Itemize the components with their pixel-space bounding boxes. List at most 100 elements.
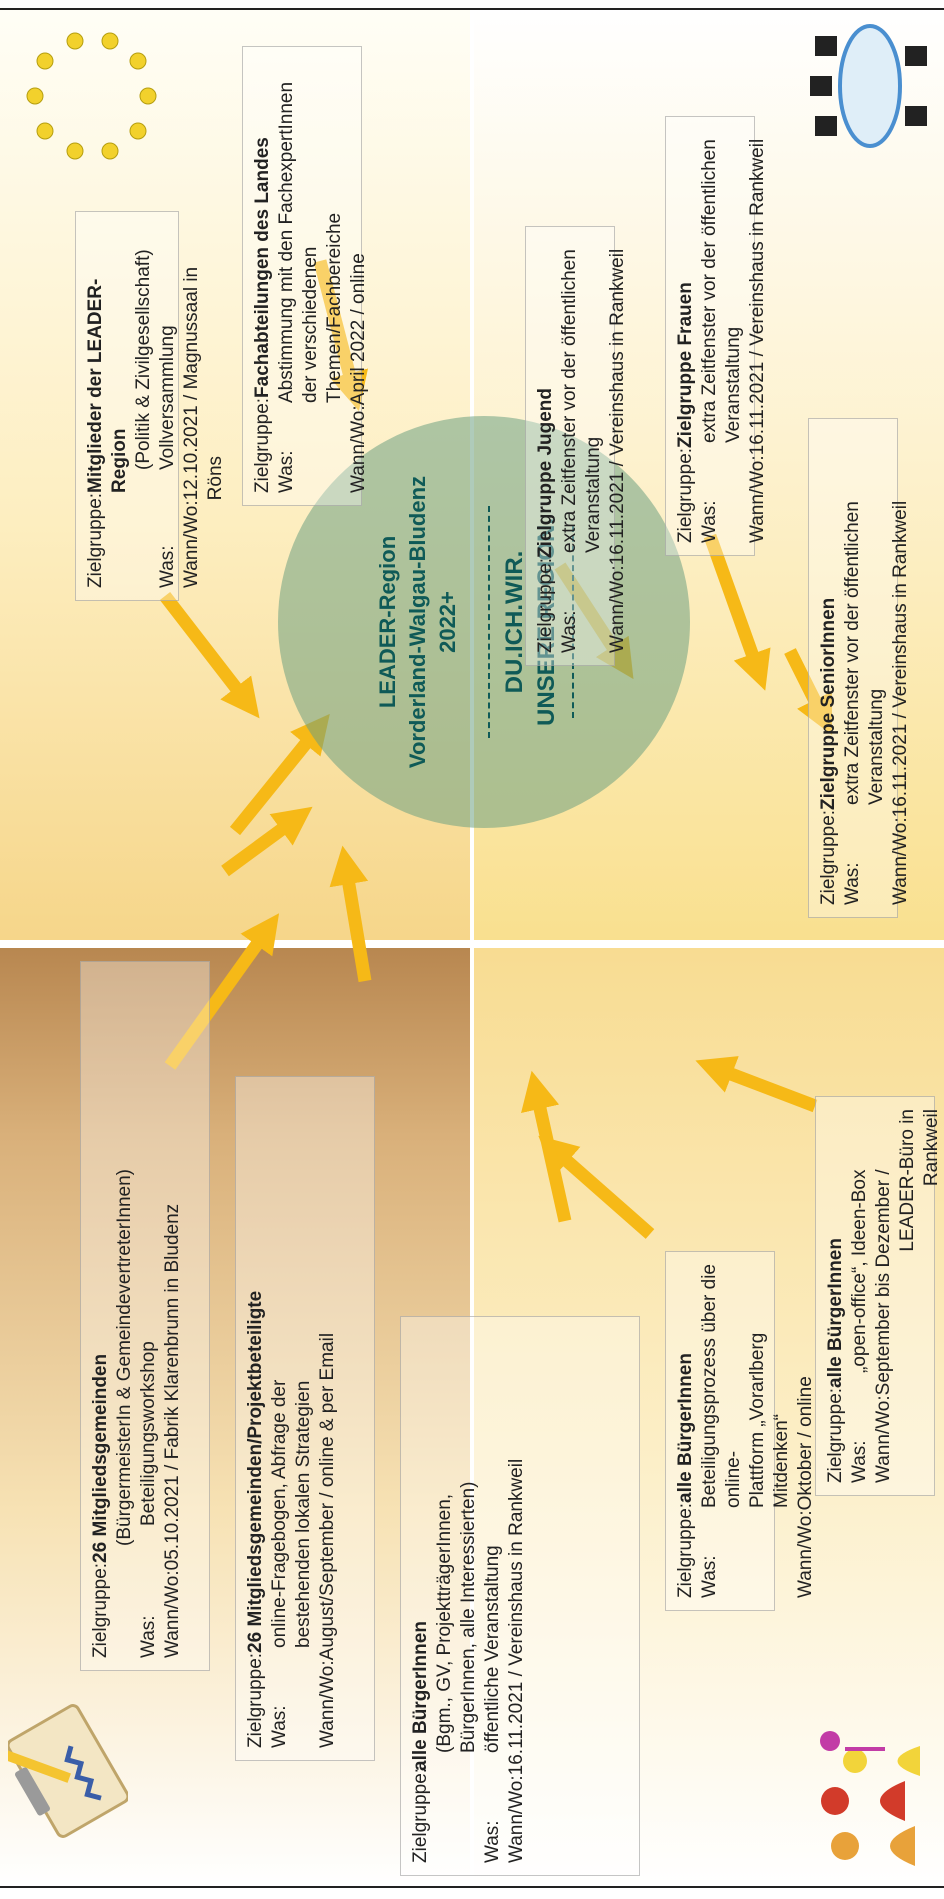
box-group: 26 Mitgliedsgemeinden (90, 1353, 111, 1563)
box-group: alle BürgerInnen (675, 1353, 696, 1503)
box-group-detail: (BürgermeisterIn & GemeindevertreterInne… (114, 1169, 135, 1546)
arrow (703, 533, 771, 691)
box-mitglieder: Zielgruppe: Mitglieder der LEADER-Region… (75, 211, 226, 601)
box-was: Abstimmung mit den FachexpertInnen (276, 81, 297, 403)
box-was: extra Zeitfenster vor der öffentlichen V… (842, 501, 887, 805)
diagram: LEADER-Region Vorderland-Walgau-Bludenz … (0, 10, 944, 1886)
label-zielgruppe: Zielgruppe: (245, 1652, 266, 1748)
meeting-table-icon (810, 24, 927, 148)
label-was: Was: (157, 545, 178, 588)
box-fachabteilungen: Zielgruppe: Fachabteilungen des Landes W… (242, 46, 369, 506)
box-buergerinnen-veranstaltung: Zielgruppe: alle BürgerInnen (Bgm., GV, … (400, 1316, 640, 1876)
circle-title-line2: Vorderland-Walgau-Bludenz (405, 475, 430, 769)
arrow (329, 845, 372, 983)
box-wannwo: 05.10.2021 / Fabrik Klarenbrunn in Blude… (162, 1203, 183, 1571)
label-was: Was: (849, 1440, 870, 1483)
box-projektbeteiligte: Zielgruppe: 26 Mitgliedsgemeinden/Projek… (235, 1076, 375, 1761)
arrow (159, 592, 260, 719)
label-wannwo: Wann/Wo: (317, 1660, 338, 1748)
circle-title-line1: LEADER-Region (375, 535, 400, 709)
box-wannwo: 16.11.2021 / Vereinshaus in Rankweil (607, 248, 628, 566)
label-was: Was: (138, 1615, 159, 1658)
box-group: Zielgruppe Frauen (675, 282, 696, 448)
arrow (521, 1070, 572, 1223)
box-group-detail: BürgerInnen, alle Interessierten) (458, 1481, 479, 1753)
box-group: Mitglieder der LEADER-Region (85, 278, 130, 493)
label-wannwo: Wann/Wo: (873, 1395, 894, 1483)
box-wannwo: 16.11.2021 / Vereinshaus in Rankweil (506, 1458, 527, 1776)
label-wannwo: Wann/Wo: (607, 565, 628, 653)
label-zielgruppe: Zielgruppe: (675, 1502, 696, 1598)
divider-line (488, 506, 490, 738)
box-was: Beteiligungsprozess über die online- (699, 1264, 744, 1508)
box-wannwo: April 2022 / online (348, 253, 369, 406)
box-wannwo: 12.10.2021 / Magnussaal in Röns (181, 266, 226, 501)
label-zielgruppe: Zielgruppe: (90, 1562, 111, 1658)
label-wannwo: Wann/Wo: (747, 455, 768, 543)
label-was: Was: (699, 500, 720, 543)
box-was: „open-office“, Ideen-Box (849, 1169, 870, 1374)
arrow (164, 913, 280, 1070)
label-was: Was: (699, 1555, 720, 1598)
box-wannwo: 16.11.2021 / Vereinshaus in Rankweil (747, 138, 768, 456)
label-wannwo: Wann/Wo: (506, 1775, 527, 1863)
label-was: Was: (482, 1820, 503, 1863)
box-wannwo: August/September / online & per Email (317, 1332, 338, 1661)
box-group: alle BürgerInnen (410, 1621, 431, 1771)
box-mitgliedsgemeinden: Zielgruppe: 26 Mitgliedsgemeinden (Bürge… (80, 961, 210, 1671)
box-was: online-Fragebogen, Abfrage der (269, 1379, 290, 1648)
box-wannwo: September bis Dezember / (873, 1169, 894, 1396)
label-zielgruppe: Zielgruppe: (825, 1387, 846, 1483)
box-wannwo-continued: LEADER-Büro in Rankweil (897, 1109, 942, 1252)
arrow (784, 648, 832, 735)
box-was-continued: der verschiedenen Themen/Fachbereiche (300, 212, 345, 403)
box-group: 26 Mitgliedsgemeinden/Projektbeteiligte (245, 1290, 266, 1653)
label-wannwo: Wann/Wo: (795, 1510, 816, 1598)
arrow (221, 806, 313, 877)
label-wannwo: Wann/Wo: (890, 817, 911, 905)
box-frauen: Zielgruppe: Zielgruppe Frauen Was: extra … (665, 116, 768, 556)
group-circle-icon (26, 32, 157, 160)
label-wannwo: Wann/Wo: (162, 1570, 183, 1658)
box-group: alle BürgerInnen (825, 1238, 846, 1388)
arrow (538, 1135, 655, 1239)
top-border (0, 8, 944, 10)
box-was: Vollversammlung (157, 325, 178, 470)
box-was-continued: bestehenden lokalen Strategien (293, 1380, 314, 1648)
label-was: Was: (559, 610, 580, 653)
label-was: Was: (842, 862, 863, 905)
box-wannwo: 16.11.2021 / Vereinshaus in Rankweil (890, 500, 911, 818)
box-group-detail: (Bgm., GV, ProjektträgerInnen, (434, 1493, 455, 1753)
box-was-continued: Plattform „Vorarlberg Mitdenken“ (747, 1332, 792, 1508)
box-senioren: Zielgruppe: Zielgruppe SeniorInnen Was: e… (808, 418, 911, 918)
label-wannwo: Wann/Wo: (181, 500, 202, 588)
clipboard-icon (8, 1704, 128, 1838)
label-zielgruppe: Zielgruppe: (252, 397, 273, 493)
box-group: Fachabteilungen des Landes (252, 137, 273, 398)
label-zielgruppe: Zielgruppe: (675, 447, 696, 543)
label-wannwo: Wann/Wo: (348, 405, 369, 493)
box-was: extra Zeitfenster vor der öffentlichen V… (559, 249, 604, 553)
box-was: öffentliche Veranstaltung (482, 1545, 503, 1753)
bottom-border (0, 1886, 944, 1888)
arrow (313, 259, 369, 412)
people-icon (820, 1731, 920, 1866)
label-zielgruppe: Zielgruppe: (818, 809, 839, 905)
label-was: Was: (276, 450, 297, 493)
box-was: extra Zeitfenster vor der öffentlichen V… (699, 139, 744, 443)
label-was: Was: (269, 1705, 290, 1748)
box-group: Zielgruppe Jugend (535, 387, 556, 558)
rotated-content: LEADER-Region Vorderland-Walgau-Bludenz … (0, 10, 944, 1886)
box-buergerinnen-openoffice: Zielgruppe: alle BürgerInnen Was: „open-o… (815, 1096, 942, 1496)
box-was: Beteiligungsworkshop (138, 1341, 159, 1526)
label-zielgruppe: Zielgruppe: (410, 1767, 431, 1863)
circle-title-line3: 2022+ (435, 591, 460, 653)
box-jugend: Zielgruppe: Zielgruppe Jugend Was: extra … (525, 226, 628, 666)
label-zielgruppe: Zielgruppe: (85, 492, 106, 588)
box-buergerinnen-plattform: Zielgruppe: alle BürgerInnen Was: Beteili… (665, 1251, 816, 1611)
arrow (229, 713, 330, 836)
box-group: Zielgruppe SeniorInnen (818, 597, 839, 810)
arrow (695, 1056, 818, 1113)
label-zielgruppe: Zielgruppe: (535, 557, 556, 653)
